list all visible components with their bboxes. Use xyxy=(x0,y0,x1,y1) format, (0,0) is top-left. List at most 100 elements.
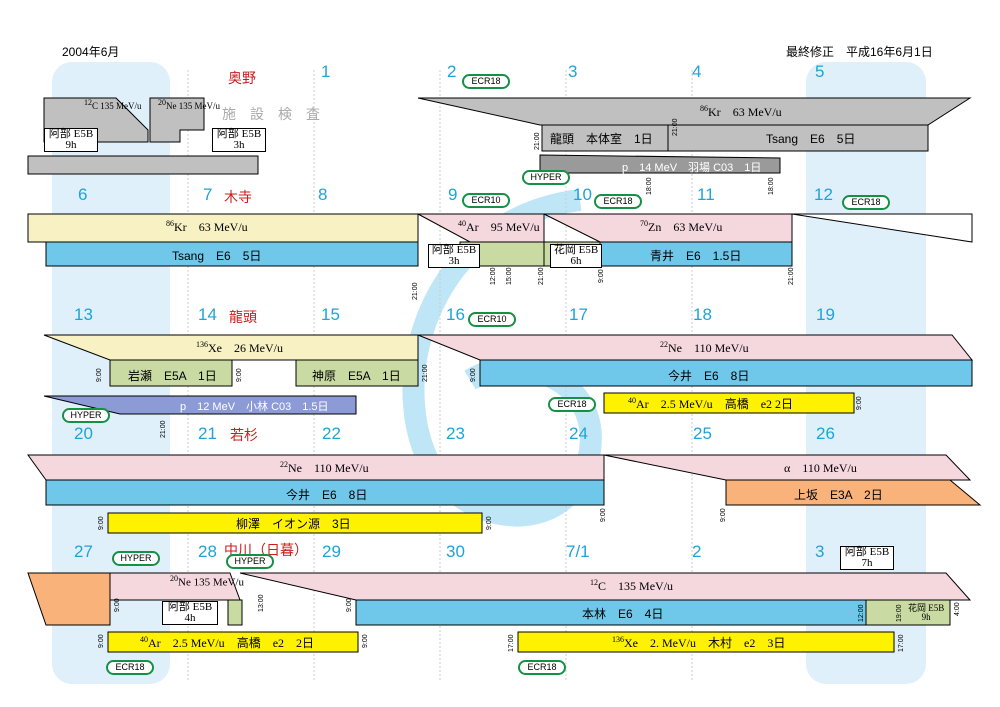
experiment-label: 青井 E6 1.5日 xyxy=(650,249,742,263)
beam-label: 40Ar 2.5 MeV/u 高橋 e2 2日 xyxy=(140,635,315,650)
day-number: 20 xyxy=(74,424,93,443)
revision-date: 最終修正 平成16年6月1日 xyxy=(786,45,933,59)
experiment-label: 柳澤 イオン源 3日 xyxy=(236,517,351,531)
bar-hanaoka-green-w5 xyxy=(865,599,951,626)
time-label: 9:00 xyxy=(600,508,607,522)
bar-yanagisawa-yellow-w4 xyxy=(107,512,483,534)
time-label: 15:00 xyxy=(506,267,513,285)
bar-imai-blue-w4 xyxy=(45,479,605,506)
day-number: 5 xyxy=(815,62,825,81)
bar-kr-w1 xyxy=(417,97,972,126)
experiment-label: p 14 MeV 羽場 C03 1日 xyxy=(622,162,762,174)
day-number: 23 xyxy=(446,424,465,443)
day-number: 30 xyxy=(446,542,465,561)
day-number: 10 xyxy=(573,185,592,204)
experiment-label: Tsang E6 5日 xyxy=(766,132,856,146)
bar-gray-tail-w1 xyxy=(27,155,259,175)
time-label: 19:00 xyxy=(896,604,903,622)
time-label: 13:00 xyxy=(258,594,265,612)
bar-abe-green-w5 xyxy=(227,599,243,626)
bar-xe-yellow-w5 xyxy=(517,631,895,653)
day-number: 6 xyxy=(78,185,88,204)
time-label: 18:00 xyxy=(646,177,653,195)
beam-label: 40Ar 2.5 MeV/u 高橋 e2 2日 xyxy=(628,396,794,411)
day-number: 9 xyxy=(448,185,458,204)
facility-inspection: 施 設 検 査 xyxy=(222,106,320,122)
ecr18-tag: ECR18 xyxy=(518,660,566,675)
beam-label: 20Ne 135 MeV/u xyxy=(158,98,220,111)
time-label: 21:00 xyxy=(422,364,429,382)
beam-label: 86Kr 63 MeV/u xyxy=(700,104,782,119)
time-label: 9:00 xyxy=(470,368,477,382)
bar-ryuzu-w1 xyxy=(541,124,669,152)
day-number: 24 xyxy=(569,424,588,443)
ecr10-tag: ECR10 xyxy=(462,193,510,208)
bar-p14-w1 xyxy=(539,154,781,174)
beam-label: 70Zn 63 MeV/u xyxy=(640,219,723,234)
ecr10-tag: ECR10 xyxy=(468,312,516,327)
bar-alpha-pink-w4 xyxy=(603,454,972,481)
hyper-tag: HYPER xyxy=(112,551,160,566)
time-label: 21:00 xyxy=(672,118,679,136)
bar-aoi-blue-w2 xyxy=(599,241,793,267)
bar-uesaka-orange-w4 xyxy=(725,479,982,506)
time-label: 4:00 xyxy=(954,602,961,616)
time-label: 18:00 xyxy=(768,177,775,195)
day-number: 14 xyxy=(198,305,217,324)
time-label: 21:00 xyxy=(534,132,541,150)
experiment-label: 本林 E6 4日 xyxy=(582,607,664,621)
bar-orange-left-w5 xyxy=(27,572,111,626)
day-number: 15 xyxy=(321,305,340,324)
bar-iwase-green-w3 xyxy=(109,359,233,387)
day-number: 2 xyxy=(692,542,702,561)
beam-label: 12C 135 MeV/u xyxy=(590,578,674,593)
ecr18-tag: ECR18 xyxy=(462,74,510,89)
beam-label: 136Xe 2. MeV/u 木村 e2 3日 xyxy=(612,635,786,650)
time-label: 9:00 xyxy=(856,396,863,410)
day-number: 4 xyxy=(692,62,702,81)
day-number: 8 xyxy=(318,185,328,204)
day-number: 27 xyxy=(74,542,93,561)
hyper-tag: HYPER xyxy=(62,408,110,423)
duty-staff: 奥野 xyxy=(228,70,256,86)
day-number: 1 xyxy=(321,62,331,81)
month-title: 2004年6月 xyxy=(62,45,120,59)
day-number: 26 xyxy=(816,424,835,443)
time-label: 9:00 xyxy=(96,368,103,382)
experiment-label: 今井 E6 8日 xyxy=(668,369,750,383)
day-number: 18 xyxy=(693,305,712,324)
time-label: 9:00 xyxy=(346,598,353,612)
bar-kanbara-green-w3 xyxy=(295,359,419,387)
time-label: 9:00 xyxy=(236,368,243,382)
day-number: 28 xyxy=(198,542,217,561)
bar-taper-w2 xyxy=(791,213,973,243)
time-label: 12:00 xyxy=(858,604,865,622)
day-number: 13 xyxy=(74,305,93,324)
day-number: 21 xyxy=(198,424,217,443)
experiment-label: p 12 MeV 小林 C03 1.5日 xyxy=(180,401,329,413)
bar-ne135-w1 xyxy=(149,97,205,143)
day-number: 7 xyxy=(203,185,213,204)
time-label: 9:00 xyxy=(486,516,493,530)
day-number: 25 xyxy=(693,424,712,443)
bar-ar-yellow-w3 xyxy=(603,392,855,414)
beam-label: 86Kr 63 MeV/u xyxy=(166,219,248,234)
duty-staff: 龍頭 xyxy=(229,309,257,325)
beam-label: 136Xe 26 MeV/u xyxy=(196,340,284,355)
time-label: 9:00 xyxy=(98,634,105,648)
time-label: 21:00 xyxy=(538,267,545,285)
time-label: 9:00 xyxy=(98,516,105,530)
bar-imai-blue-w3 xyxy=(479,359,973,387)
time-label: 21:00 xyxy=(412,282,419,300)
bar-tsang-blue-w2 xyxy=(45,241,419,267)
beam-label: α 110 MeV/u xyxy=(784,461,857,475)
experiment-label: 岩瀬 E5A 1日 xyxy=(128,369,217,383)
day-number: 16 xyxy=(446,305,465,324)
